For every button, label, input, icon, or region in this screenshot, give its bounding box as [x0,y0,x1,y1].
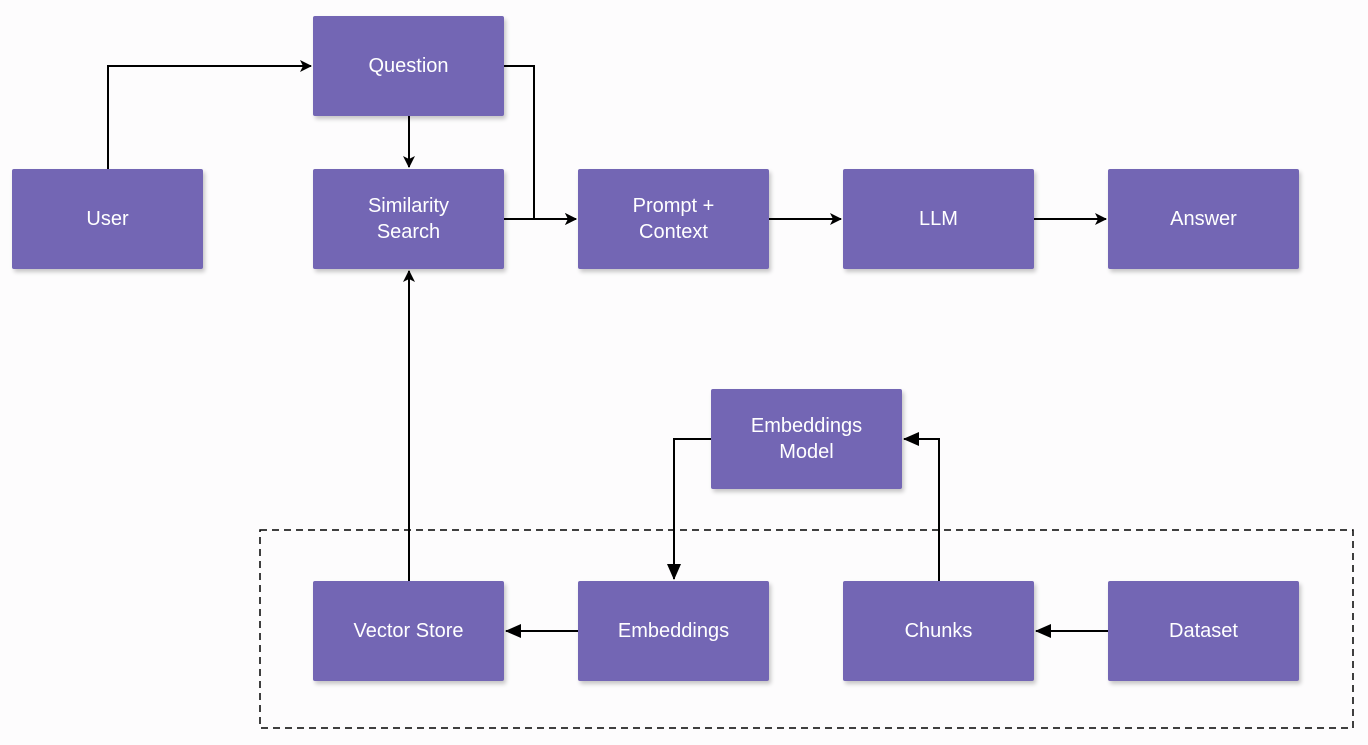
node-similarity-search: Similarity Search [313,169,504,269]
node-embeddings: Embeddings [578,581,769,681]
node-dataset: Dataset [1108,581,1299,681]
node-user: User [12,169,203,269]
node-question: Question [313,16,504,116]
edge-chunks-to-embeddings-model [903,432,940,581]
node-vector-store: Vector Store [313,581,504,681]
node-embeddings-model: Embeddings Model [711,389,902,489]
ingestion-group-border [259,529,1354,729]
edge-question-to-prompt-context [504,65,577,225]
edge-user-to-question [107,60,312,169]
node-answer: Answer [1108,169,1299,269]
node-prompt-context: Prompt + Context [578,169,769,269]
node-chunks: Chunks [843,581,1034,681]
edge-embeddings-model-to-embeddings [667,438,711,580]
node-llm: LLM [843,169,1034,269]
